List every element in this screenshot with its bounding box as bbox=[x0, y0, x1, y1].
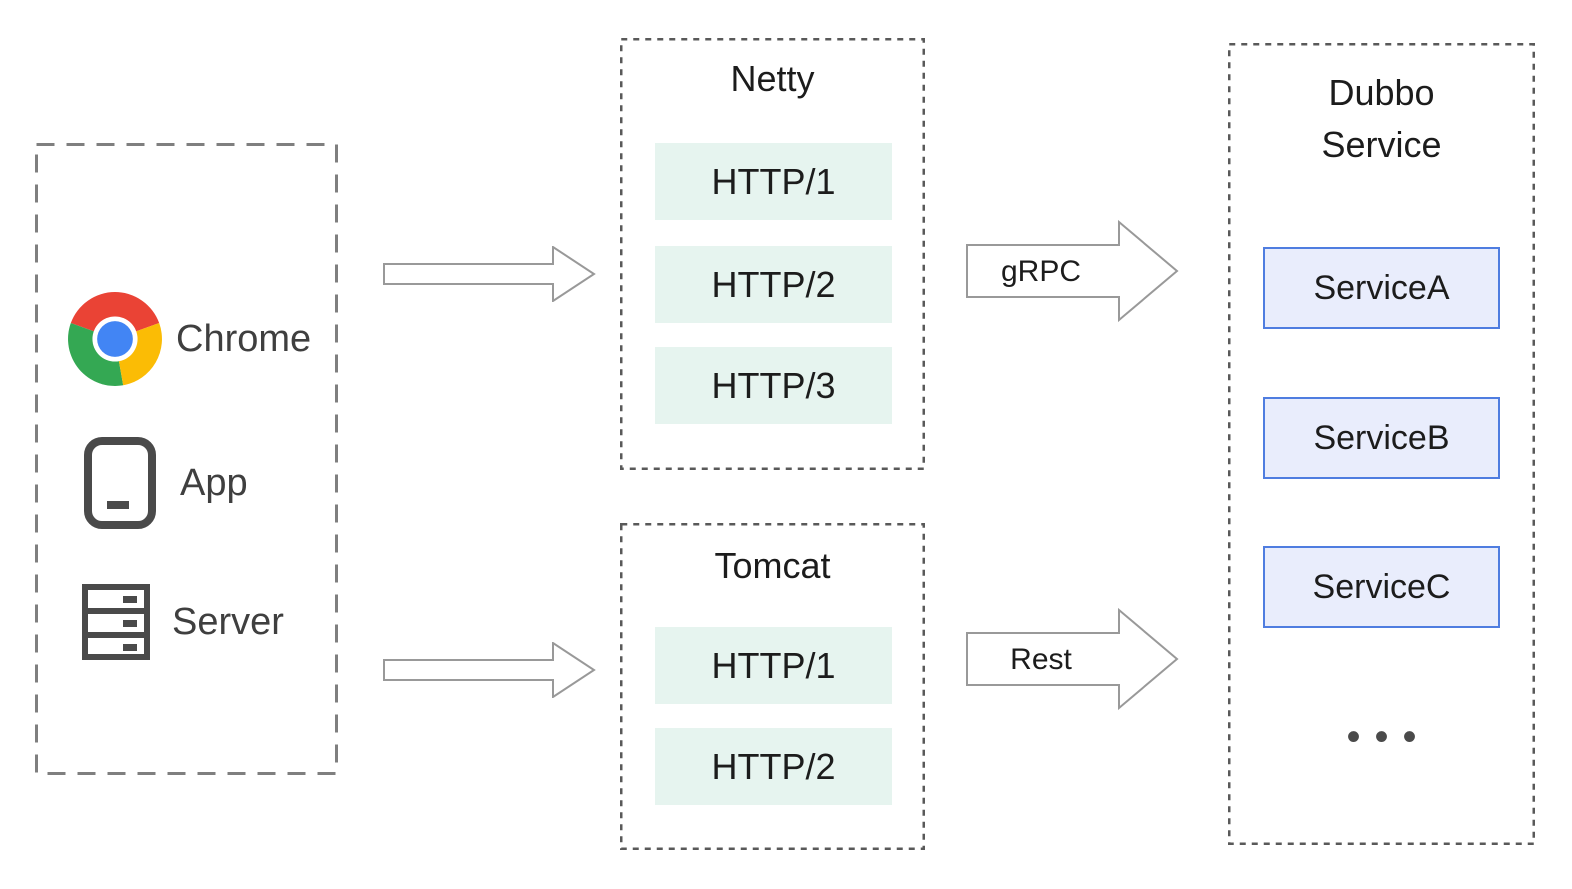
tomcat-title: Tomcat bbox=[714, 545, 831, 586]
tomcat-protocol-http2: HTTP/2 bbox=[655, 728, 892, 805]
client-row-chrome: Chrome bbox=[68, 292, 311, 386]
arrow-tomcat-to-dubbo bbox=[966, 607, 1179, 711]
arrow-clients-to-tomcat bbox=[383, 642, 596, 698]
service-chip-a: ServiceA bbox=[1263, 247, 1500, 329]
netty-protocol-http2: HTTP/2 bbox=[655, 246, 892, 323]
rest-arrow-label: Rest bbox=[1010, 643, 1072, 676]
client-row-server: Server bbox=[82, 584, 284, 660]
netty-protocol-http1: HTTP/1 bbox=[655, 143, 892, 220]
netty-box: Netty HTTP/1 HTTP/2 HTTP/3 bbox=[620, 38, 925, 470]
client-label-server: Server bbox=[172, 600, 284, 643]
grpc-arrow-label: gRPC bbox=[1000, 255, 1082, 288]
clients-group-box: Chrome App Server bbox=[35, 143, 338, 775]
server-icon bbox=[82, 584, 150, 660]
dubbo-title-line1: Dubbo bbox=[1328, 72, 1435, 113]
app-icon bbox=[84, 437, 156, 529]
service-chip-c: ServiceC bbox=[1263, 546, 1500, 628]
netty-title: Netty bbox=[730, 58, 815, 99]
dubbo-service-box: Dubbo Service ServiceA ServiceB ServiceC… bbox=[1228, 43, 1535, 845]
tomcat-protocol-http1: HTTP/1 bbox=[655, 627, 892, 704]
service-chip-b: ServiceB bbox=[1263, 397, 1500, 479]
client-label-app: App bbox=[180, 461, 248, 504]
dubbo-title: Dubbo Service bbox=[1228, 43, 1535, 171]
client-row-app: App bbox=[84, 437, 248, 529]
tomcat-box: Tomcat HTTP/1 HTTP/2 bbox=[620, 523, 925, 850]
arrow-netty-to-dubbo bbox=[966, 219, 1179, 323]
netty-protocol-http3: HTTP/3 bbox=[655, 347, 892, 424]
client-label-chrome: Chrome bbox=[176, 317, 312, 360]
more-services-ellipsis: ••• bbox=[1346, 715, 1431, 759]
arrow-clients-to-netty bbox=[383, 246, 596, 302]
dubbo-title-line2: Service bbox=[1321, 124, 1442, 165]
chrome-icon bbox=[68, 292, 162, 386]
